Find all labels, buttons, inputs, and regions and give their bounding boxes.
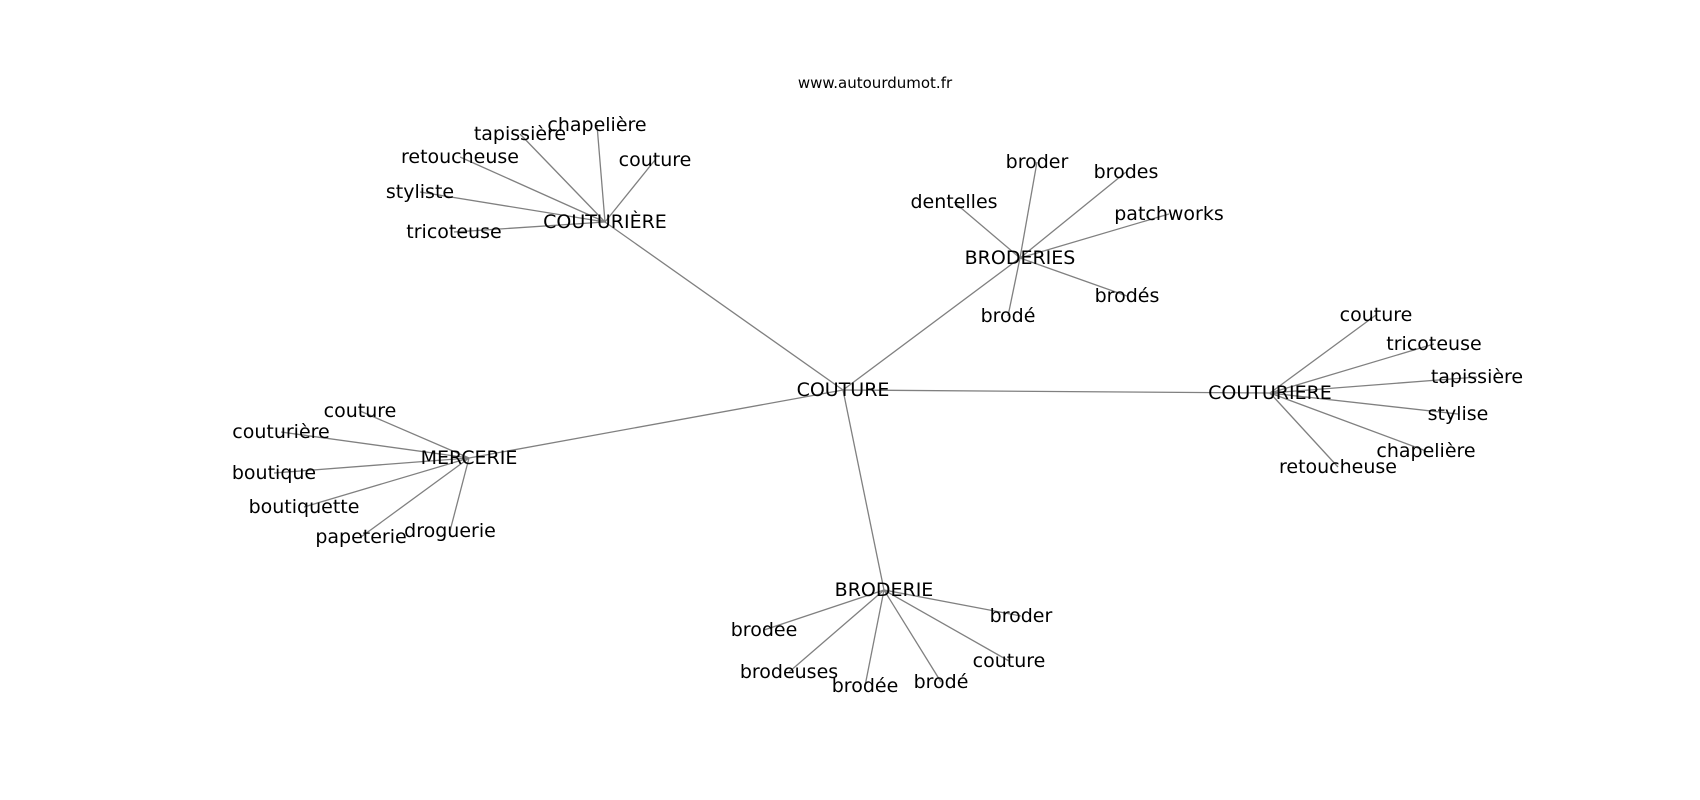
edge-hub-to-leaf	[1007, 257, 1021, 317]
edge-hub-to-leaf	[1019, 171, 1127, 259]
leaf-node-label[interactable]: broder	[1006, 151, 1069, 173]
edge-hub-to-leaf	[953, 201, 1021, 259]
leaf-node-label[interactable]: couture	[619, 149, 692, 171]
leaf-node-label[interactable]: tricoteuse	[406, 221, 501, 243]
edge-hub-to-leaf	[788, 589, 885, 673]
leaf-node-label[interactable]: chapelière	[1376, 440, 1475, 462]
leaf-node-label[interactable]: tapissière	[474, 123, 566, 145]
leaf-node-label[interactable]: patchworks	[1114, 203, 1224, 225]
edge-hub-to-leaf	[883, 589, 942, 683]
edge-hub-to-leaf	[519, 133, 606, 223]
edge-hub-to-leaf	[596, 124, 606, 223]
edge-hub-to-leaf	[359, 410, 470, 459]
edge-hub-to-leaf	[883, 589, 1022, 617]
edge-center-to-hub	[842, 257, 1021, 391]
edge-center-to-hub	[842, 389, 1271, 394]
leaf-node-label[interactable]: broder	[990, 605, 1053, 627]
leaf-node-label[interactable]: chapelière	[547, 114, 646, 136]
leaf-node-label[interactable]: dentelles	[910, 191, 997, 213]
edge-hub-to-leaf	[459, 156, 606, 223]
watermark-text[interactable]: www.autourdumot.fr	[798, 74, 953, 92]
leaf-node-label[interactable]: droguerie	[404, 520, 496, 542]
leaf-node-label[interactable]: brodé	[981, 305, 1036, 327]
edge-hub-to-leaf	[1269, 392, 1459, 415]
leaf-node-label[interactable]: brodé	[914, 671, 969, 693]
edge-hub-to-leaf	[1269, 314, 1377, 394]
edge-hub-to-leaf	[1019, 161, 1038, 259]
edge-hub-to-leaf	[360, 457, 470, 538]
leaf-node-label[interactable]: tricoteuse	[1386, 333, 1481, 355]
edge-hub-to-leaf	[453, 221, 606, 233]
hub-node-label[interactable]: COUTURIERE	[1208, 382, 1332, 404]
edges-layer	[273, 124, 1478, 687]
leaf-node-label[interactable]: brodeuses	[740, 661, 838, 683]
edge-hub-to-leaf	[280, 431, 470, 459]
hub-node-label[interactable]: COUTURIÈRE	[543, 210, 667, 233]
hub-node-label[interactable]: BRODERIE	[835, 579, 934, 601]
edge-hub-to-leaf	[1269, 392, 1427, 452]
leaf-node-label[interactable]: couture	[324, 400, 397, 422]
leaf-node-label[interactable]: brodes	[1094, 161, 1159, 183]
leaf-node-label[interactable]: stylise	[1428, 403, 1489, 425]
edge-hub-to-leaf	[1019, 213, 1170, 259]
leaf-node-label[interactable]: papeterie	[315, 526, 406, 548]
leaf-node-label[interactable]: boutique	[232, 462, 316, 484]
leaf-node-label[interactable]: brodés	[1095, 285, 1160, 307]
edge-center-to-hub	[842, 389, 885, 591]
edge-hub-to-leaf	[883, 589, 1010, 662]
edge-center-to-hub	[468, 389, 844, 459]
edge-hub-to-leaf	[1269, 343, 1435, 394]
edge-center-to-hub	[604, 221, 844, 391]
edge-hub-to-leaf	[864, 589, 885, 687]
leaf-node-label[interactable]: tapissière	[1431, 366, 1523, 388]
center-node-label[interactable]: COUTURE	[797, 379, 890, 401]
edge-hub-to-leaf	[1269, 376, 1478, 394]
leaf-node-label[interactable]: brodee	[731, 619, 798, 641]
hub-node-label[interactable]: MERCERIE	[421, 447, 518, 469]
edge-hub-to-leaf	[763, 589, 885, 631]
leaf-node-label[interactable]: styliste	[386, 181, 454, 203]
leaf-node-label[interactable]: boutiquette	[249, 496, 360, 518]
leaf-node-label[interactable]: couturière	[232, 421, 329, 443]
leaf-node-label[interactable]: couture	[973, 650, 1046, 672]
labels-layer: www.autourdumot.fr COUTURE COUTURIÈRE cou…	[232, 74, 1523, 697]
hub-node-label[interactable]: BRODERIES	[965, 247, 1076, 269]
edge-hub-to-leaf	[1269, 392, 1339, 468]
leaf-node-label[interactable]: retoucheuse	[401, 146, 519, 168]
edge-hub-to-leaf	[1019, 257, 1128, 297]
edge-hub-to-leaf	[449, 457, 470, 532]
edge-hub-to-leaf	[419, 191, 606, 223]
leaf-node-label[interactable]: couture	[1340, 304, 1413, 326]
edge-hub-to-leaf	[273, 457, 470, 474]
leaf-node-label[interactable]: retoucheuse	[1279, 456, 1397, 478]
edge-hub-to-leaf	[604, 159, 656, 223]
leaf-node-label[interactable]: brodée	[832, 675, 899, 697]
edge-hub-to-leaf	[303, 457, 470, 508]
